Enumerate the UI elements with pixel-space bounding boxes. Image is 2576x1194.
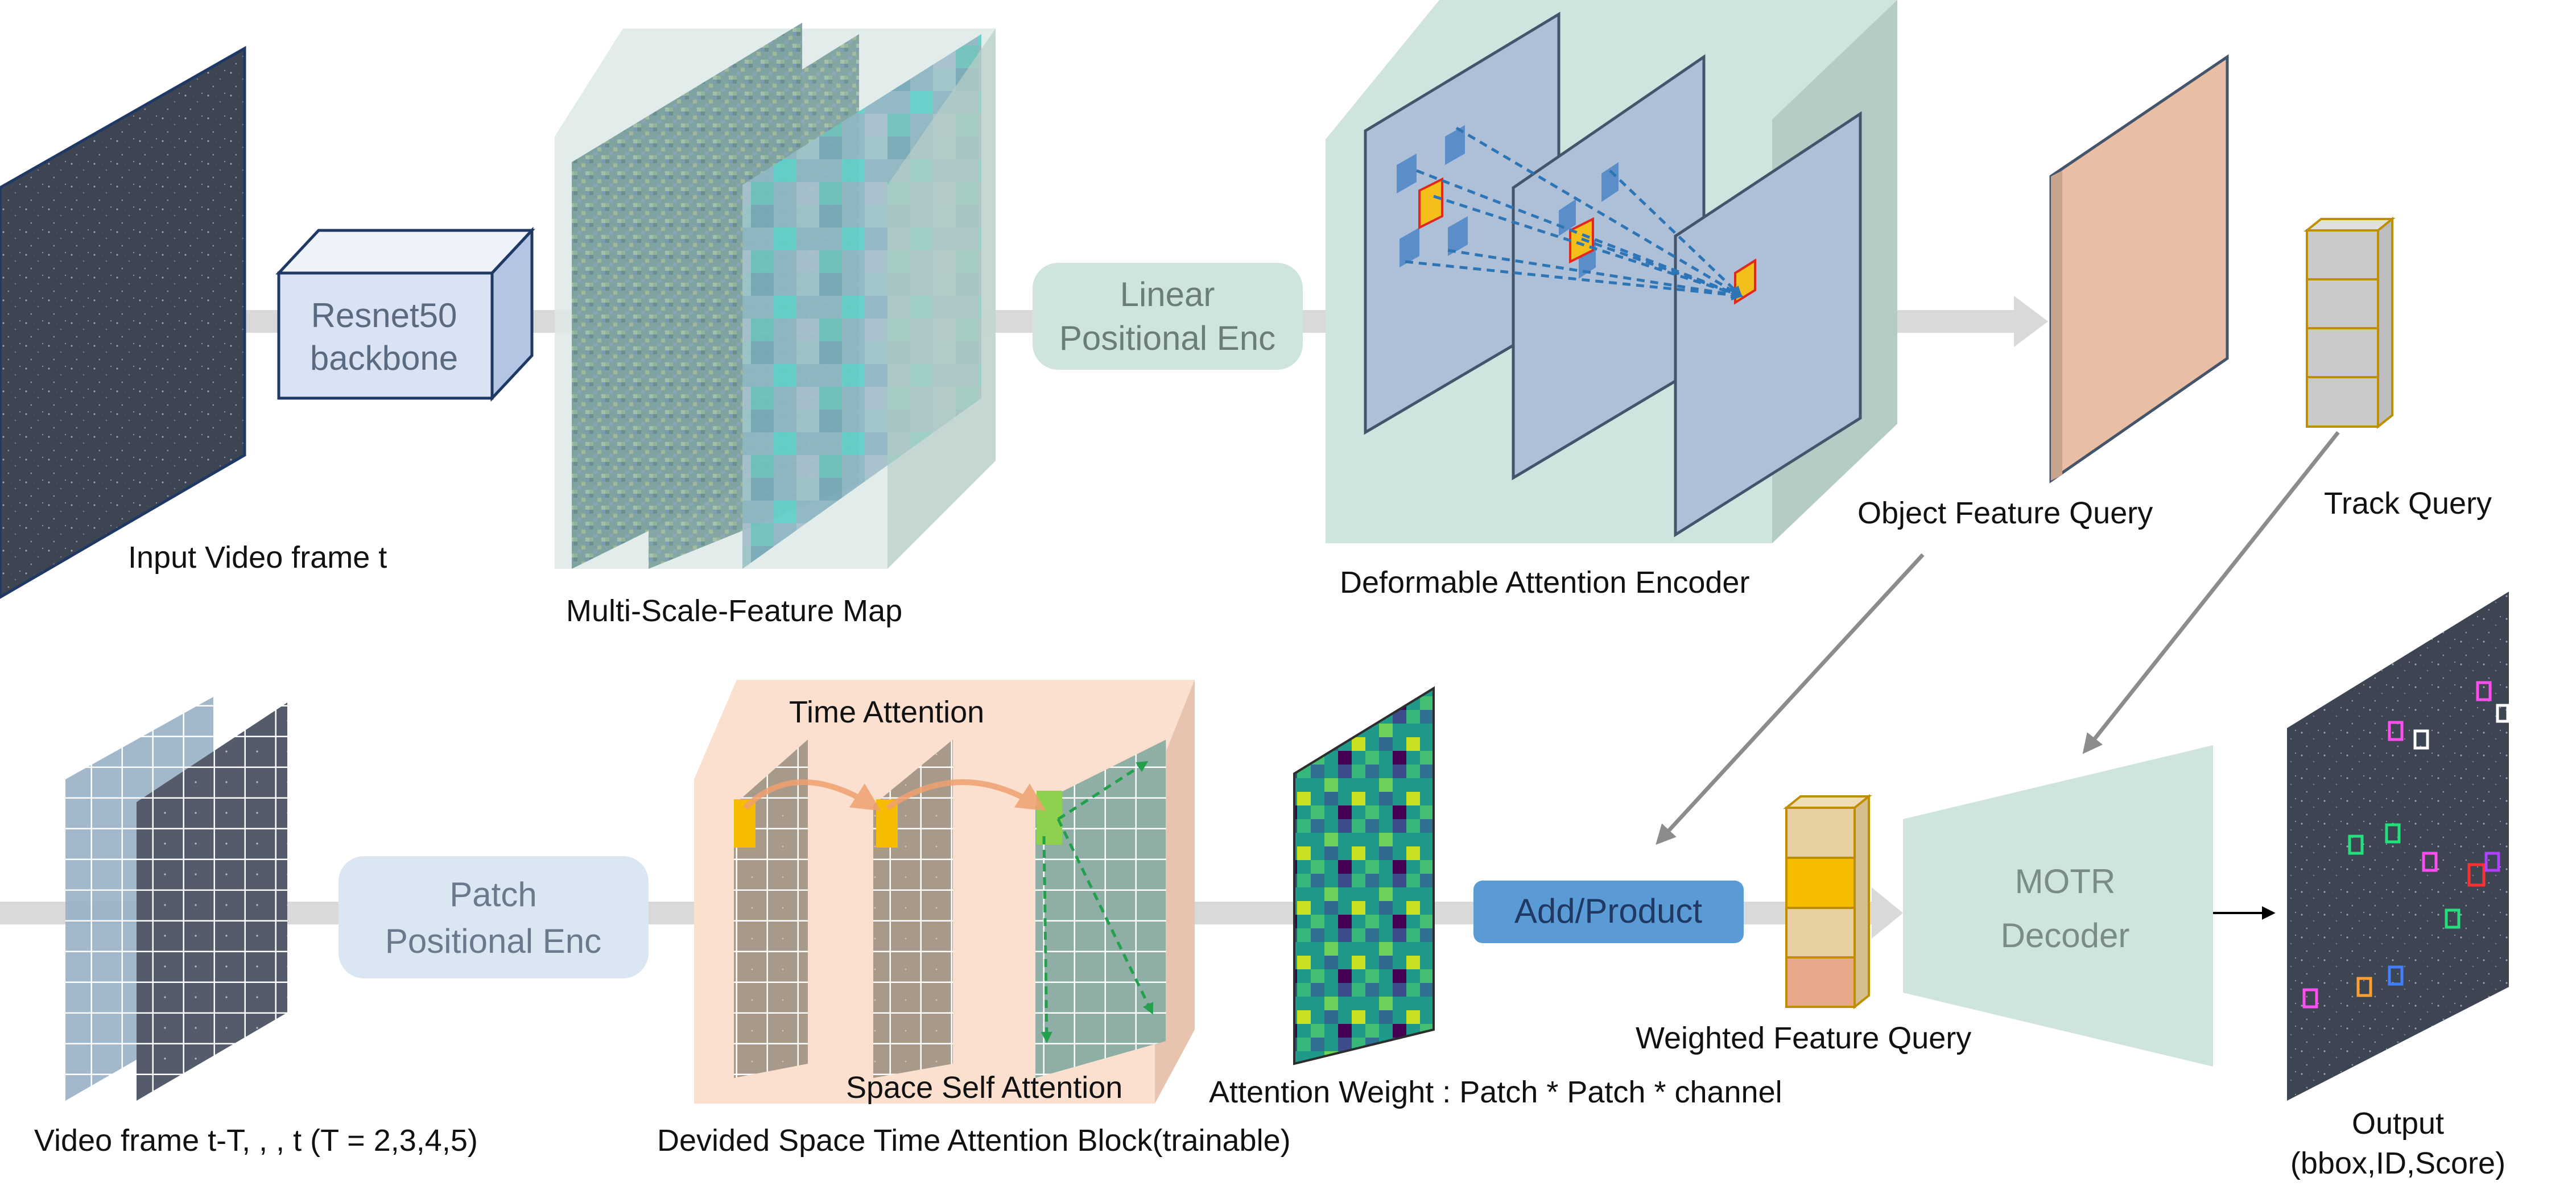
video-frames-grid <box>65 697 287 1101</box>
motr-decoder <box>1903 745 2213 1067</box>
time-attention-label: Time Attention <box>789 695 984 729</box>
object-feature-query <box>2049 54 2229 484</box>
attention-weight-heatmap <box>1293 686 1435 1065</box>
query-connector-arrows <box>1656 431 2340 845</box>
linear-pos-enc-box <box>1033 263 1303 370</box>
attention-weight-label: Attention Weight : Patch * Patch * chann… <box>1209 1075 1782 1109</box>
patch-pos-enc-box <box>338 856 649 978</box>
space-time-attention-block <box>694 680 1195 1104</box>
input-frame-label: Input Video frame t <box>128 540 387 575</box>
linear-pos-enc-line2: Positional Enc <box>1059 319 1275 357</box>
detection-boxes <box>2302 681 2509 1009</box>
space-attention-arrows <box>1041 761 1154 1043</box>
backbone-label-line2: backbone <box>310 339 458 377</box>
feature-map-stack <box>555 23 996 569</box>
weighted-feature-query <box>1783 794 1872 1010</box>
backbone-box <box>275 226 535 402</box>
attention-block-label: Devided Space Time Attention Block(train… <box>657 1123 1291 1158</box>
decoder-label-line2: Decoder <box>2001 916 2130 955</box>
weighted-query-label: Weighted Feature Query <box>1636 1021 1971 1055</box>
frames-label: Video frame t-T, , , t (T = 2,3,4,5) <box>34 1123 478 1158</box>
time-attention-arrows <box>743 779 1046 811</box>
input-video-frame <box>0 46 246 599</box>
deformable-arrows <box>1405 126 1743 301</box>
add-product-label: Add/Product <box>1514 892 1703 930</box>
space-attention-label: Space Self Attention <box>846 1071 1122 1105</box>
output-label-line2: (bbox,ID,Score) <box>2290 1146 2505 1180</box>
output-label-line1: Output <box>2352 1106 2444 1141</box>
linear-pos-enc-line1: Linear <box>1120 275 1215 313</box>
track-query-label: Track Query <box>2324 486 2492 520</box>
deformable-encoder <box>1326 0 1897 543</box>
encoder-label: Deformable Attention Encoder <box>1340 565 1749 600</box>
backbone-label-line1: Resnet50 <box>311 296 457 334</box>
decoder-label-line1: MOTR <box>2015 862 2116 900</box>
patch-pos-enc-line2: Positional Enc <box>385 922 601 960</box>
patch-pos-enc-line1: Patch <box>449 875 536 914</box>
add-product-box <box>1473 881 1744 943</box>
object-query-label: Object Feature Query <box>1857 496 2153 530</box>
feature-map-label: Multi-Scale-Feature Map <box>566 594 902 628</box>
output-frame <box>2287 592 2509 1101</box>
track-query-stack <box>2303 216 2396 429</box>
